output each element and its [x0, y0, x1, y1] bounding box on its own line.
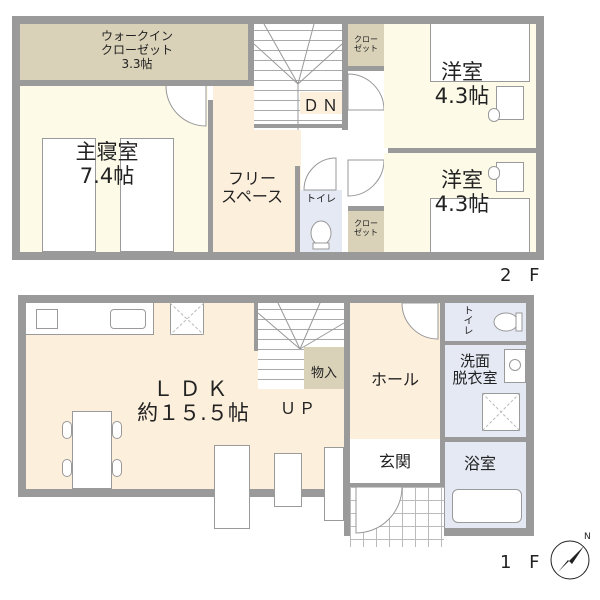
north-arrow-icon — [550, 540, 590, 580]
washing-machine-cross-icon — [481, 392, 521, 432]
bathtub-icon — [452, 489, 522, 523]
door-icon — [355, 486, 403, 534]
room-entrance — [350, 441, 440, 483]
wall — [348, 206, 388, 211]
dining-table — [72, 411, 112, 489]
wall — [440, 303, 445, 529]
wall — [18, 489, 344, 497]
room-label: ホール — [370, 370, 419, 389]
wall — [248, 24, 254, 130]
wall — [445, 341, 526, 345]
bed — [42, 138, 96, 252]
compass-north-label: N — [584, 532, 591, 542]
room-label: 玄関 — [378, 452, 411, 471]
stairs-direction-label: ＤＮ — [300, 92, 344, 115]
door-icon — [347, 159, 385, 197]
wall — [445, 437, 526, 442]
desk — [496, 86, 524, 120]
door-icon — [347, 73, 385, 111]
chair-icon — [112, 421, 122, 439]
stair-winder-icon — [253, 23, 343, 130]
basin-bowl-icon — [509, 359, 521, 371]
wall — [12, 16, 544, 24]
wall — [350, 483, 440, 487]
wall — [526, 295, 534, 535]
wall — [536, 16, 544, 260]
room-label: 浴室 — [463, 454, 496, 473]
room-label: クロー ゼット — [354, 219, 378, 237]
bed — [430, 24, 530, 82]
room-storage — [304, 347, 344, 389]
room-label: クロー ゼット — [354, 35, 378, 53]
room-label: 洗面 脱衣室 — [452, 352, 498, 388]
chair-icon — [488, 108, 500, 122]
room-closet-1 — [348, 24, 384, 66]
room-label: フリー スペース — [220, 169, 284, 207]
coffee-table — [274, 453, 302, 507]
door-icon — [165, 85, 207, 127]
room-walk-in-closet — [20, 24, 248, 80]
stair-winder-icon — [257, 302, 345, 350]
wall — [348, 66, 388, 71]
wall — [254, 303, 258, 351]
room-label: 物入 — [310, 366, 337, 381]
stove-icon — [36, 309, 58, 329]
chair-icon — [488, 166, 500, 180]
wall — [344, 303, 350, 529]
toilet-icon — [310, 220, 332, 250]
stairs-direction-label: ＵＰ — [280, 399, 319, 418]
sofa — [214, 445, 250, 529]
wall — [20, 80, 252, 86]
room-closet-2 — [348, 211, 384, 252]
floor-2-label: 2 F — [500, 265, 546, 286]
toilet-icon — [493, 312, 523, 332]
wall — [295, 166, 300, 252]
tv-stand — [324, 447, 344, 521]
room-label: トイレ — [306, 194, 336, 205]
wall — [254, 124, 342, 128]
wall — [18, 295, 26, 495]
bed — [430, 198, 530, 252]
door-icon — [303, 157, 337, 191]
room-label: トイレ — [461, 305, 472, 335]
chair-icon — [62, 421, 72, 439]
wall — [12, 16, 20, 260]
wall — [342, 24, 348, 130]
wall — [18, 295, 534, 303]
wall — [12, 252, 544, 260]
wall — [208, 100, 213, 252]
chair-icon — [62, 459, 72, 477]
wall — [388, 148, 536, 153]
door-icon — [401, 302, 439, 340]
sink-icon — [110, 309, 146, 329]
floor-1-label: 1 F — [500, 552, 546, 573]
chair-icon — [112, 459, 122, 477]
bed — [120, 138, 174, 252]
refrigerator-cross-icon — [169, 302, 205, 336]
